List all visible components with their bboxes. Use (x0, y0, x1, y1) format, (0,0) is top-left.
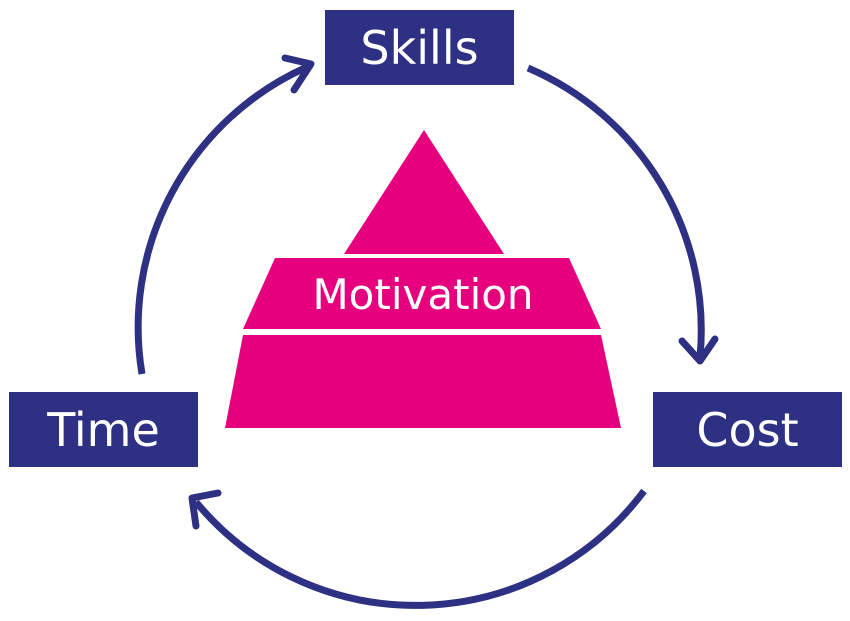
node-skills: Skills (325, 10, 514, 85)
arrowhead-time-icon (188, 489, 222, 530)
arrow-cost-to-time (193, 488, 647, 609)
center-label: Motivation (312, 270, 533, 319)
node-cost-box (653, 392, 842, 467)
node-time-box (9, 392, 198, 467)
motivation-pyramid (225, 130, 621, 428)
arrow-skills-to-cost (526, 64, 705, 358)
arrowhead-skills-icon (281, 54, 315, 94)
cycle-arrows (134, 63, 705, 609)
node-cost-label: Cost (696, 403, 798, 457)
pyramid-top (344, 130, 504, 254)
pyramid-base (225, 335, 621, 428)
node-time-label: Time (46, 403, 160, 457)
node-cost: Cost (653, 392, 842, 467)
arrow-heads (188, 54, 719, 530)
node-skills-box (325, 10, 514, 85)
node-time: Time (9, 392, 198, 467)
pyramid-middle-band (243, 258, 601, 329)
arrowhead-cost-icon (678, 335, 719, 365)
arrow-time-to-skills (134, 63, 309, 375)
node-skills-label: Skills (360, 21, 478, 75)
